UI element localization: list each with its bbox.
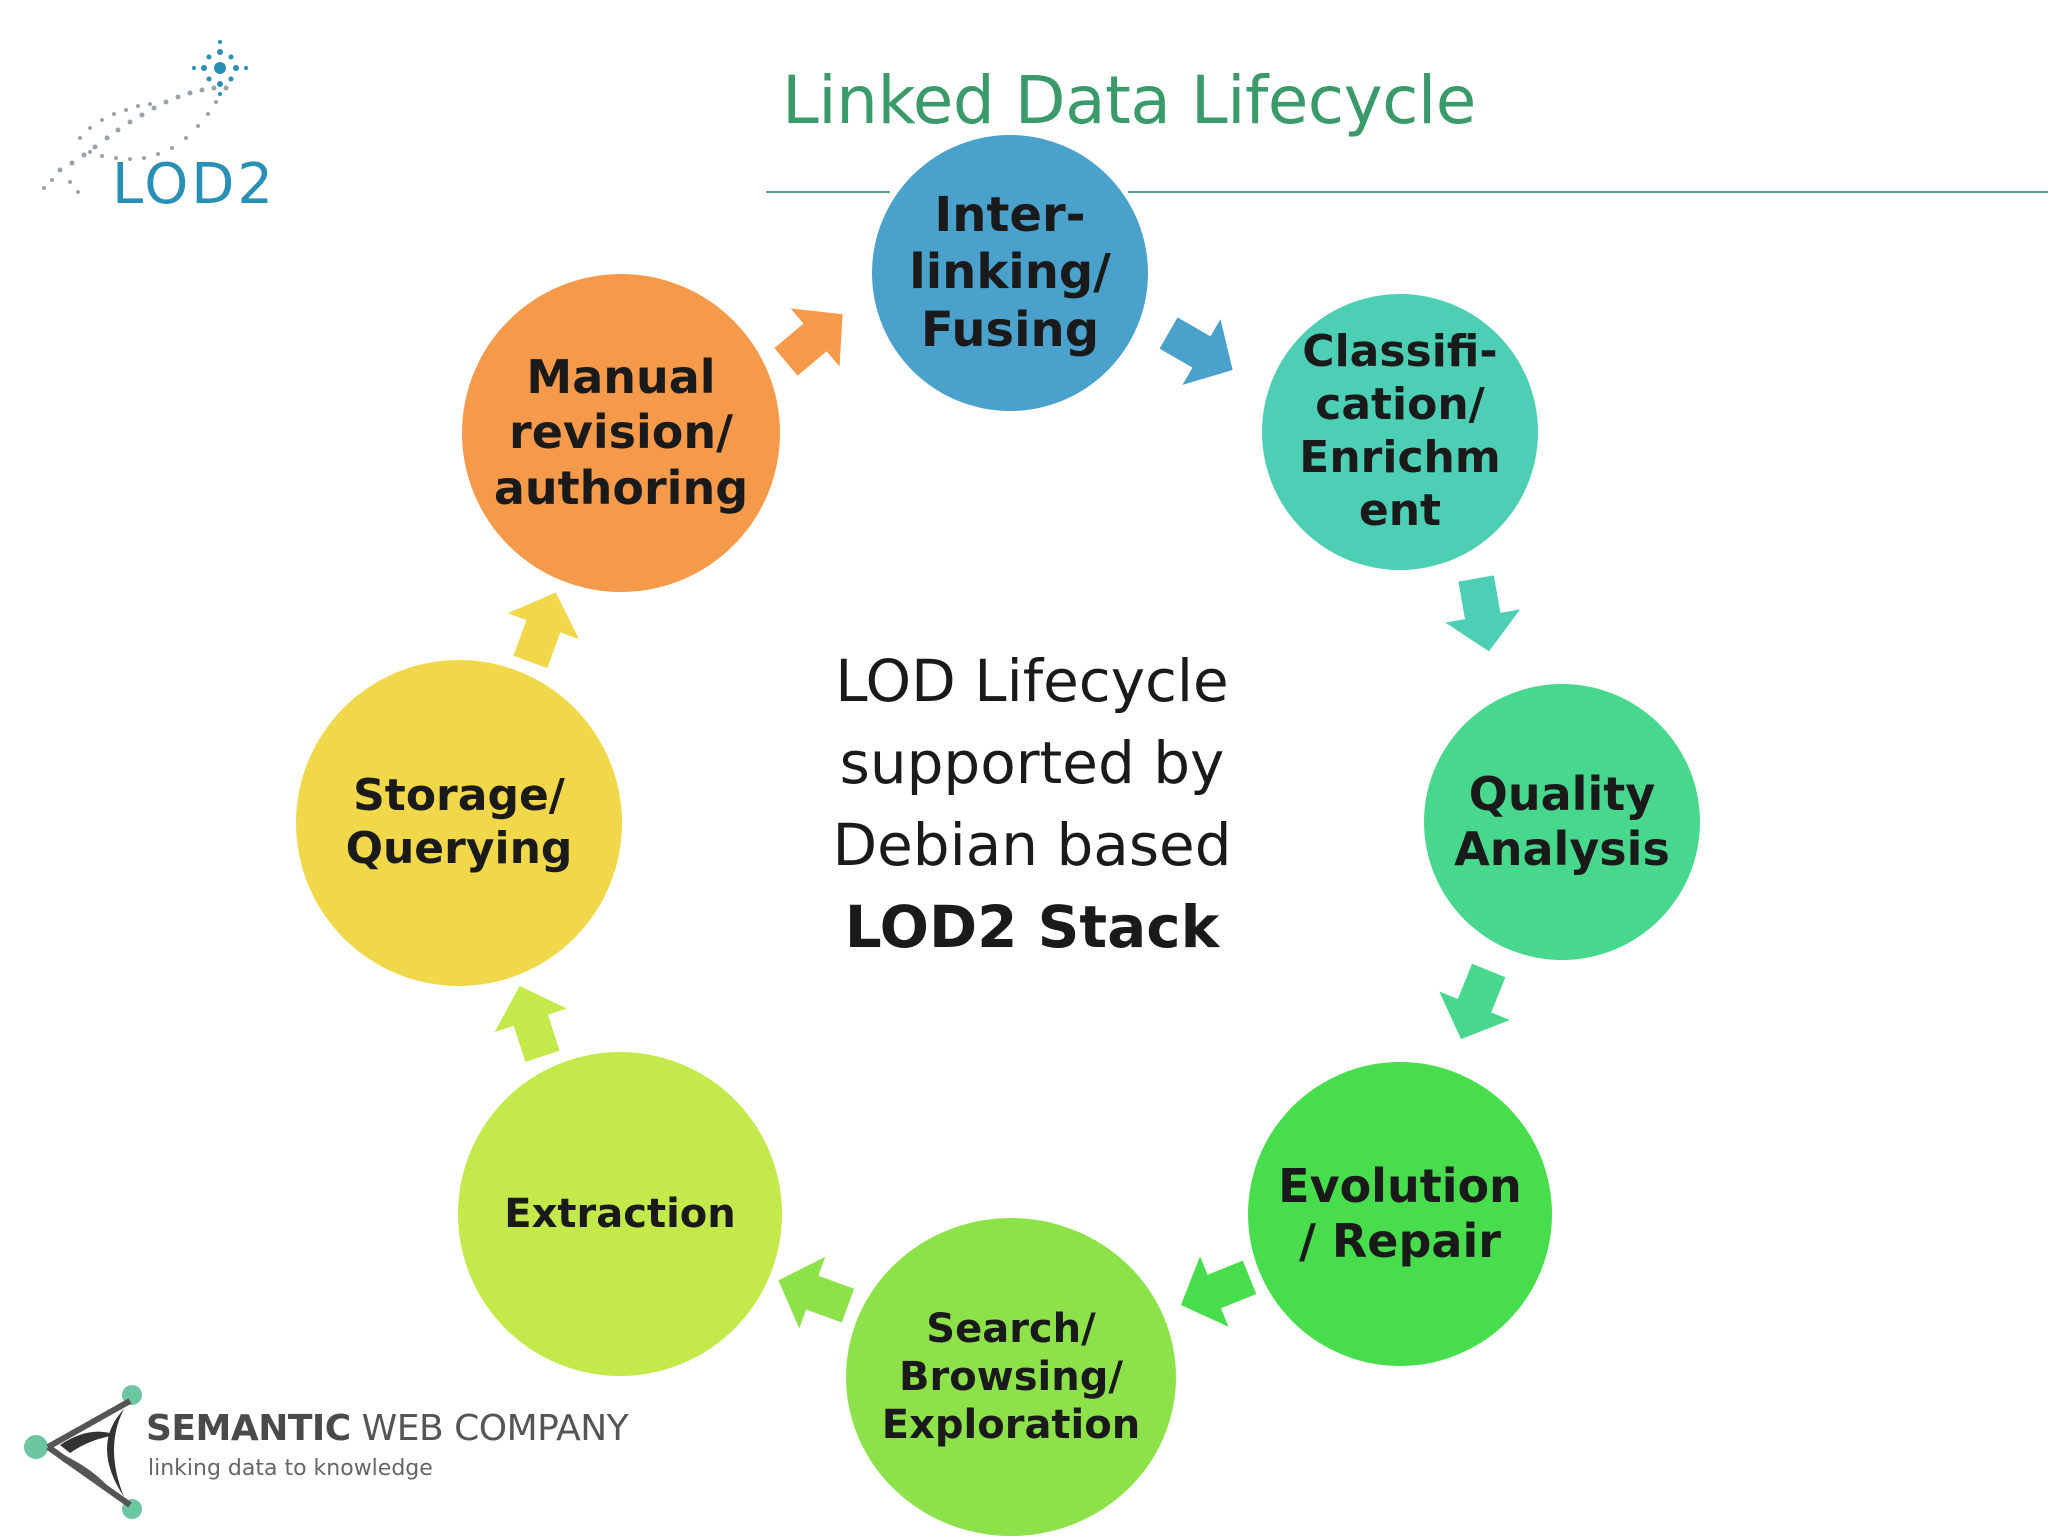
stage-label: Storage/ Querying <box>345 770 573 874</box>
stage-label: Evolution / Repair <box>1278 1158 1522 1268</box>
arrow-manual-to-interlinking <box>774 308 843 376</box>
title-rule-right <box>1128 191 2048 193</box>
arrow-classification-to-quality <box>1445 575 1521 652</box>
semantic-web-company-name: SEMANTIC WEB COMPANY <box>146 1408 629 1449</box>
semantic-web-company-tagline: linking data to knowledge <box>148 1456 433 1481</box>
slide-title: Linked Data Lifecycle <box>782 62 1476 139</box>
center-line-4: LOD2 Stack <box>844 893 1220 961</box>
arrow-extraction-to-storage <box>494 985 567 1062</box>
stage-manual-revision-authoring: Manual revision/ authoring <box>462 274 780 592</box>
title-rule-left <box>766 191 890 193</box>
lod2-logo-icon <box>42 40 248 194</box>
arrow-search-to-extraction <box>778 1256 855 1329</box>
arrow-quality-to-evolution <box>1439 963 1510 1040</box>
swc-name-bold: SEMANTIC <box>146 1408 351 1449</box>
swc-name-rest: WEB COMPANY <box>350 1408 629 1449</box>
stage-storage-querying: Storage/ Querying <box>296 660 622 986</box>
center-caption: LOD Lifecycle supported by Debian based … <box>782 640 1282 968</box>
stage-label: Inter- linking/ Fusing <box>909 186 1111 358</box>
stage-label: Classifi- cation/ Enrichm ent <box>1299 326 1501 536</box>
stage-interlinking-fusing: Inter- linking/ Fusing <box>872 135 1148 411</box>
stage-extraction: Extraction <box>458 1052 782 1376</box>
center-line-3: Debian based <box>832 811 1232 879</box>
stage-label: Quality Analysis <box>1454 766 1670 876</box>
arrow-storage-to-manual <box>507 592 580 669</box>
arrow-evolution-to-search <box>1180 1256 1257 1327</box>
stage-label: Extraction <box>504 1191 736 1237</box>
arrow-interlinking-to-classification <box>1159 317 1233 385</box>
stage-evolution-repair: Evolution / Repair <box>1248 1062 1552 1366</box>
stage-label: Manual revision/ authoring <box>493 350 749 515</box>
stage-classification-enrichment: Classifi- cation/ Enrichm ent <box>1262 294 1538 570</box>
center-line-2: supported by <box>839 729 1225 797</box>
stage-quality-analysis: Quality Analysis <box>1424 684 1700 960</box>
stage-search-browsing-exploration: Search/ Browsing/ Exploration <box>846 1218 1176 1536</box>
stage-label: Search/ Browsing/ Exploration <box>881 1306 1141 1448</box>
center-line-1: LOD Lifecycle <box>835 647 1229 715</box>
semantic-web-company-logo-icon <box>24 1385 142 1519</box>
lod2-logo-text: LOD2 <box>112 152 277 217</box>
